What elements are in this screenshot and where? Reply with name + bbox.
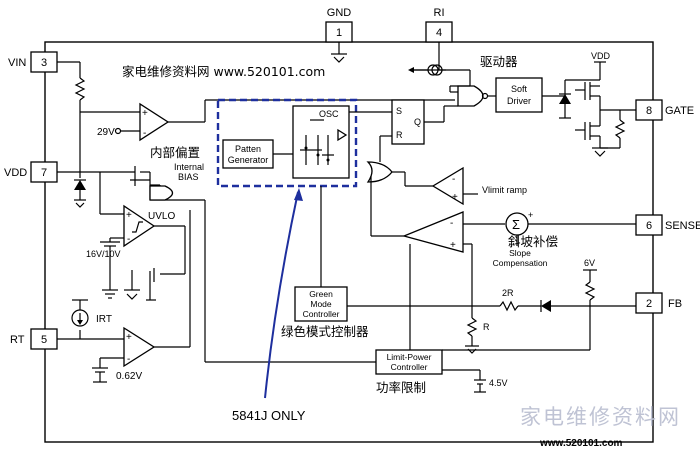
vlimit-comparator: - + Vlimit ramp <box>431 166 527 206</box>
svg-text:5: 5 <box>41 334 47 346</box>
osc-block: OSC <box>292 105 392 179</box>
pin-vin: 3 VIN <box>8 51 58 73</box>
patten-generator: Patten Generator <box>222 139 293 169</box>
svg-text:R: R <box>483 322 490 332</box>
5841j-only-label: 5841J ONLY <box>232 408 306 423</box>
svg-text:BIAS: BIAS <box>178 172 199 182</box>
fb-network: R 2R 6V <box>442 258 636 354</box>
svg-text:-: - <box>127 234 130 245</box>
svg-text:Generator: Generator <box>228 155 269 165</box>
svg-text:VDD: VDD <box>591 51 611 61</box>
internal-bias-cn-label: 内部偏置 <box>150 145 200 160</box>
pin-gate: 8 GATE <box>635 99 694 121</box>
svg-text:+: + <box>142 108 148 119</box>
svg-text:Patten: Patten <box>235 144 261 154</box>
pin-fb: 2 FB <box>635 292 682 314</box>
svg-text:-: - <box>450 218 453 229</box>
svg-text:+: + <box>509 240 514 250</box>
svg-text:+: + <box>452 192 458 203</box>
osc-dashed-frame <box>216 98 358 188</box>
watermark-text: 家电维修资料网 <box>520 405 681 429</box>
vin-network <box>57 61 140 172</box>
svg-text:Slope: Slope <box>509 248 531 258</box>
svg-text:Vlimit ramp: Vlimit ramp <box>482 185 527 195</box>
watermark-url: www.520101.com <box>539 438 623 449</box>
output-and-gate <box>414 69 496 107</box>
sr-flip-flop: S R Q <box>391 99 458 145</box>
svg-text:FB: FB <box>668 298 682 310</box>
uvlo-comparator: + - UVLO 16V/10V <box>86 204 186 301</box>
svg-text:6: 6 <box>646 220 652 232</box>
sense-comparator: - + <box>401 211 505 350</box>
power-limit-cn-label: 功率限制 <box>376 380 426 395</box>
svg-text:Green: Green <box>309 289 333 299</box>
svg-text:29V: 29V <box>97 127 115 138</box>
rt-comparator: + - 0.62V <box>92 210 191 383</box>
svg-text:GND: GND <box>327 7 352 19</box>
slope-compensation-sum: Σ + + Slope Compensation <box>493 210 636 268</box>
output-stage: VDD <box>559 51 636 157</box>
svg-text:+: + <box>450 240 456 251</box>
svg-text:1: 1 <box>336 27 342 39</box>
limit-power-controller: Limit-Power Controller 4.5V <box>375 349 508 393</box>
svg-text:Compensation: Compensation <box>493 258 548 268</box>
slope-cn-label: 斜坡补偿 <box>508 234 558 249</box>
pin-gnd: 1 GND <box>325 7 353 43</box>
svg-text:-: - <box>452 174 455 185</box>
svg-text:6V: 6V <box>584 258 595 268</box>
svg-text:Driver: Driver <box>507 96 531 106</box>
gnd-pin-ground <box>331 42 347 63</box>
only-5841j-pointer <box>264 188 303 399</box>
svg-text:+: + <box>126 210 132 221</box>
svg-text:IRT: IRT <box>96 314 112 325</box>
pin-vdd: 7 VDD <box>4 161 58 183</box>
svg-text:Soft: Soft <box>511 84 528 94</box>
svg-text:2R: 2R <box>502 288 514 298</box>
green-mode-cn-label: 绿色模式控制器 <box>281 324 369 339</box>
svg-text:+: + <box>126 332 132 343</box>
svg-text:RT: RT <box>10 334 25 346</box>
svg-text:0.62V: 0.62V <box>116 371 142 382</box>
svg-text:VDD: VDD <box>4 167 27 179</box>
svg-text:3: 3 <box>41 57 47 69</box>
svg-text:RI: RI <box>434 7 445 19</box>
svg-text:OSC: OSC <box>319 109 339 119</box>
drive-cn-label: 驱动器 <box>480 54 518 69</box>
pin-ri: 4 RI <box>425 7 453 43</box>
svg-text:R: R <box>396 130 403 140</box>
svg-text:Controller: Controller <box>391 362 428 372</box>
svg-text:2: 2 <box>646 298 652 310</box>
bias-and-gate <box>149 185 174 201</box>
green-mode-controller: Green Mode Controller <box>294 186 500 322</box>
svg-text:-: - <box>143 128 146 139</box>
svg-text:UVLO: UVLO <box>148 211 175 222</box>
pin-rt: 5 RT <box>10 328 58 350</box>
svg-text:-: - <box>127 354 130 365</box>
svg-text:4: 4 <box>436 27 442 39</box>
svg-text:+: + <box>528 210 533 220</box>
svg-text:8: 8 <box>646 105 652 117</box>
svg-text:16V/10V: 16V/10V <box>86 249 121 259</box>
svg-text:Σ: Σ <box>512 217 520 232</box>
or-gate <box>366 135 433 237</box>
svg-text:Mode: Mode <box>310 299 332 309</box>
website-annotation: 家电维修资料网 www.520101.com <box>122 64 325 79</box>
svg-text:4.5V: 4.5V <box>489 378 508 388</box>
svg-text:Q: Q <box>414 117 421 127</box>
vin-resistor <box>74 77 86 101</box>
pin-sense: 6 SENSE <box>635 214 700 236</box>
svg-text:GATE: GATE <box>665 105 694 117</box>
svg-text:VIN: VIN <box>8 57 26 69</box>
svg-text:S: S <box>396 106 402 116</box>
svg-text:7: 7 <box>41 167 47 179</box>
svg-text:Controller: Controller <box>303 309 340 319</box>
svg-text:Internal: Internal <box>174 162 204 172</box>
soft-driver: Soft Driver <box>495 77 565 113</box>
svg-text:SENSE: SENSE <box>665 220 700 232</box>
svg-text:Limit-Power: Limit-Power <box>387 352 432 362</box>
rt-network: IRT <box>57 299 124 340</box>
